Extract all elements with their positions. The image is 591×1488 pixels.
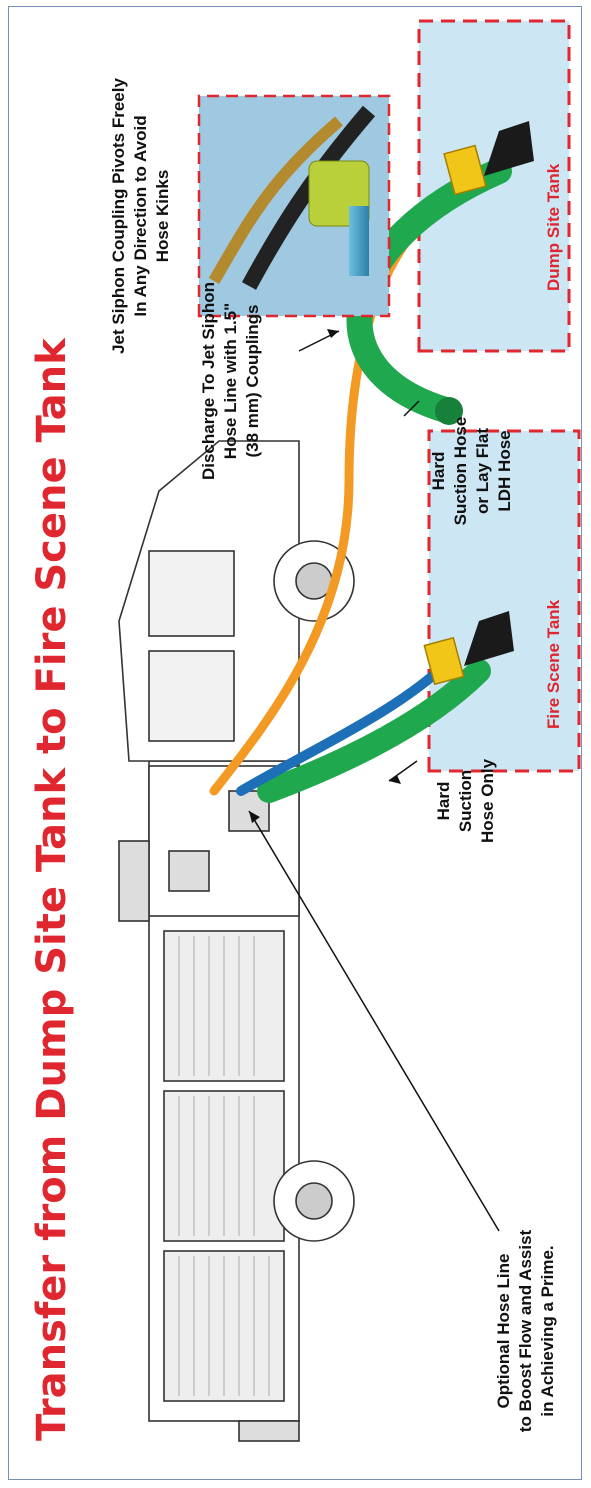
rear-step [238, 1420, 300, 1442]
jet-siphon-fire-scene [423, 611, 514, 686]
diagram-stage: Transfer from Dump Site Tank to Fire Sce… [9, 7, 581, 1479]
diagram-frame: Transfer from Dump Site Tank to Fire Sce… [8, 6, 582, 1480]
svg-text:Hose Only: Hose Only [478, 758, 497, 843]
svg-text:in Achieving a Prime.: in Achieving a Prime. [538, 1245, 557, 1416]
svg-text:Hard: Hard [434, 782, 453, 821]
jet-siphon-inset [197, 94, 391, 318]
label-jet-siphon-note: Jet Siphon Coupling Pivots Freely In Any… [109, 78, 172, 354]
fire-truck [118, 440, 355, 1442]
hard-suction-hose-fire-scene [257, 659, 491, 803]
fire-scene-tank-label: Fire Scene Tank [544, 599, 563, 729]
inset-suction-hose [241, 105, 376, 290]
page-title: Transfer from Dump Site Tank to Fire Sce… [29, 337, 75, 1441]
svg-text:Hose Kinks: Hose Kinks [153, 170, 172, 263]
dump-site-tank-label: Dump Site Tank [544, 163, 563, 291]
svg-text:Hose Line with 1.5": Hose Line with 1.5" [221, 303, 240, 459]
hose-end [435, 397, 463, 425]
siphon-coupling [484, 121, 534, 176]
svg-text:LDH Hose: LDH Hose [495, 430, 514, 511]
svg-text:In Any Direction to Avoid: In Any Direction to Avoid [131, 115, 150, 316]
jet-siphon-dump-site [443, 121, 534, 196]
label-optional-hose: Optional Hose Line to Boost Flow and Ass… [248, 810, 557, 1432]
svg-text:to Boost Flow and Assist: to Boost Flow and Assist [516, 1229, 535, 1432]
svg-text:Optional Hose Line: Optional Hose Line [494, 1254, 513, 1409]
siphon-coupling [464, 611, 514, 666]
inset-pipe [349, 206, 369, 276]
deck-gun [118, 840, 150, 922]
svg-text:Discharge To Jet Siphon: Discharge To Jet Siphon [199, 282, 218, 480]
svg-text:Suction: Suction [456, 770, 475, 832]
label-discharge: Discharge To Jet Siphon Hose Line with 1… [199, 282, 340, 480]
inset-hose [208, 116, 343, 285]
optional-hose-line [236, 656, 454, 796]
svg-text:Jet Siphon Coupling Pivots Fre: Jet Siphon Coupling Pivots Freely [109, 78, 128, 354]
label-hard-suction-only: Hard Suction Hose Only [388, 758, 497, 843]
svg-text:(38 mm) Couplings: (38 mm) Couplings [243, 304, 262, 457]
svg-text:or Lay Flat: or Lay Flat [473, 428, 492, 514]
svg-text:Hard: Hard [429, 452, 448, 491]
svg-text:Suction Hose: Suction Hose [451, 417, 470, 526]
diagram-canvas: Transfer from Dump Site Tank to Fire Sce… [29, 19, 581, 1442]
label-hard-suction-or-ldh: Hard Suction Hose or Lay Flat LDH Hose [403, 400, 514, 526]
